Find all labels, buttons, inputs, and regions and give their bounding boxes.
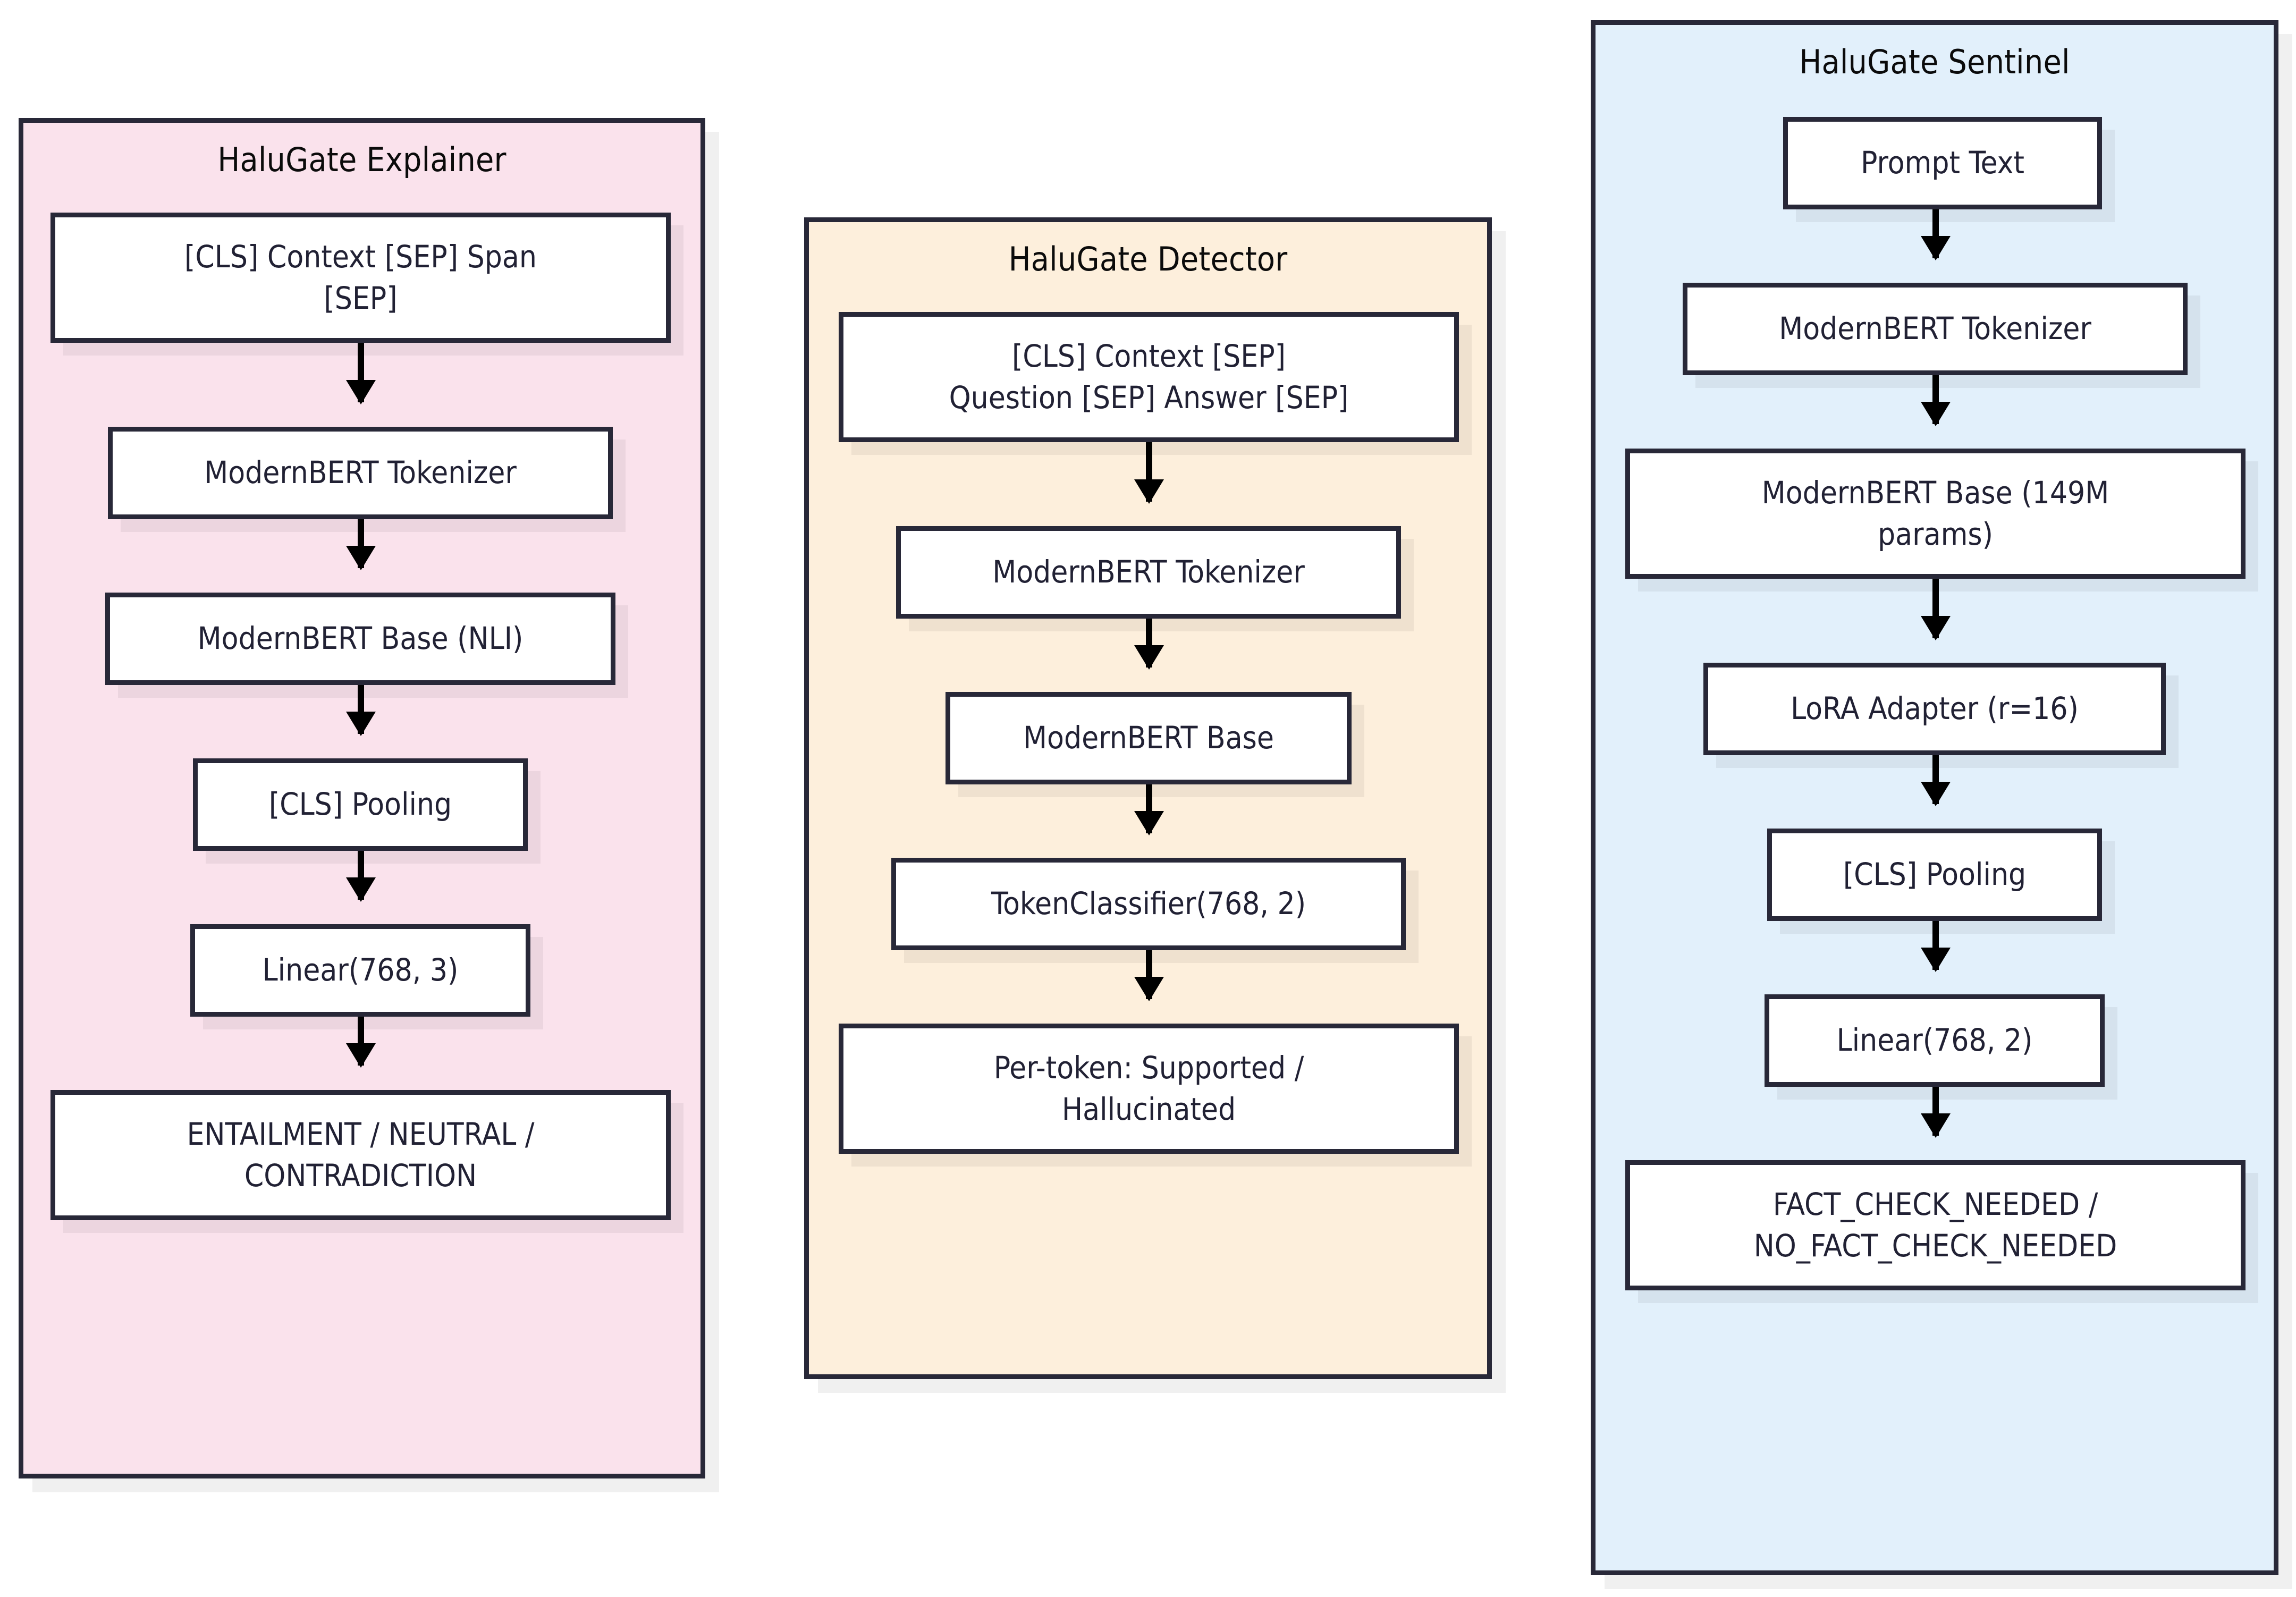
cluster-title-sentinel: HaluGate Sentinel [1799,43,2070,81]
node-label: ModernBERT Base (NLI) [197,620,524,657]
node-label: FACT_CHECK_NEEDED / NO_FACT_CHECK_NEEDED [1753,1186,2117,1264]
node-det-input[interactable]: [CLS] Context [SEP] Question [SEP] Answe… [839,312,1459,442]
edge-arrow [1932,375,1939,424]
node-label: ModernBERT Base [1023,720,1274,756]
node-label: [CLS] Pooling [268,786,452,823]
node-det-base[interactable]: ModernBERT Base [946,692,1352,784]
node-label: Per-token: Supported / Hallucinated [993,1050,1304,1127]
edge-arrow [1146,619,1152,667]
edge-arrow [358,519,364,568]
node-exp-input[interactable]: [CLS] Context [SEP] Span [SEP] [50,213,671,343]
node-label: TokenClassifier(768, 2) [991,885,1306,922]
node-label: ENTAILMENT / NEUTRAL / CONTRADICTION [187,1116,535,1194]
node-label: ModernBERT Tokenizer [992,554,1305,590]
node-sen-output[interactable]: FACT_CHECK_NEEDED / NO_FACT_CHECK_NEEDED [1625,1160,2246,1290]
node-det-output[interactable]: Per-token: Supported / Hallucinated [839,1024,1459,1154]
node-det-tokenizer[interactable]: ModernBERT Tokenizer [896,526,1401,619]
edge-arrow [358,851,364,900]
node-sen-tokenizer[interactable]: ModernBERT Tokenizer [1683,283,2188,375]
node-sen-prompt[interactable]: Prompt Text [1783,117,2102,209]
node-exp-pooling[interactable]: [CLS] Pooling [193,758,528,851]
edge-arrow [1146,442,1152,502]
node-label: Prompt Text [1861,145,2024,181]
node-label: [CLS] Pooling [1843,856,2027,893]
node-exp-linear[interactable]: Linear(768, 3) [190,924,530,1017]
node-exp-tokenizer[interactable]: ModernBERT Tokenizer [108,427,613,519]
cluster-title-detector: HaluGate Detector [1008,240,1288,278]
edge-arrow [1932,1087,1939,1136]
node-label: ModernBERT Tokenizer [204,454,517,491]
edge-arrow [358,1017,364,1066]
edge-arrow [358,343,364,402]
node-sen-base[interactable]: ModernBERT Base (149M params) [1625,449,2246,579]
node-label: ModernBERT Base (149M params) [1761,475,2109,552]
edge-arrow [1932,921,1939,970]
node-sen-pooling[interactable]: [CLS] Pooling [1767,829,2102,921]
node-sen-lora[interactable]: LoRA Adapter (r=16) [1703,663,2166,755]
node-label: LoRA Adapter (r=16) [1791,690,2079,727]
edge-arrow [1932,579,1939,638]
edge-arrow [1146,784,1152,833]
node-exp-base[interactable]: ModernBERT Base (NLI) [105,593,615,685]
node-det-classifier[interactable]: TokenClassifier(768, 2) [891,858,1406,950]
node-label: Linear(768, 2) [1836,1022,2033,1059]
cluster-title-explainer: HaluGate Explainer [217,140,507,179]
node-label: [CLS] Context [SEP] Question [SEP] Answe… [949,338,1349,416]
edge-arrow [1146,950,1152,999]
edge-arrow [358,685,364,734]
node-exp-output[interactable]: ENTAILMENT / NEUTRAL / CONTRADICTION [50,1090,671,1220]
node-sen-linear[interactable]: Linear(768, 2) [1765,994,2105,1087]
node-label: Linear(768, 3) [262,952,459,988]
node-label: ModernBERT Tokenizer [1779,310,2091,347]
edge-arrow [1932,209,1939,258]
node-label: [CLS] Context [SEP] Span [SEP] [184,239,537,316]
edge-arrow [1932,755,1939,804]
